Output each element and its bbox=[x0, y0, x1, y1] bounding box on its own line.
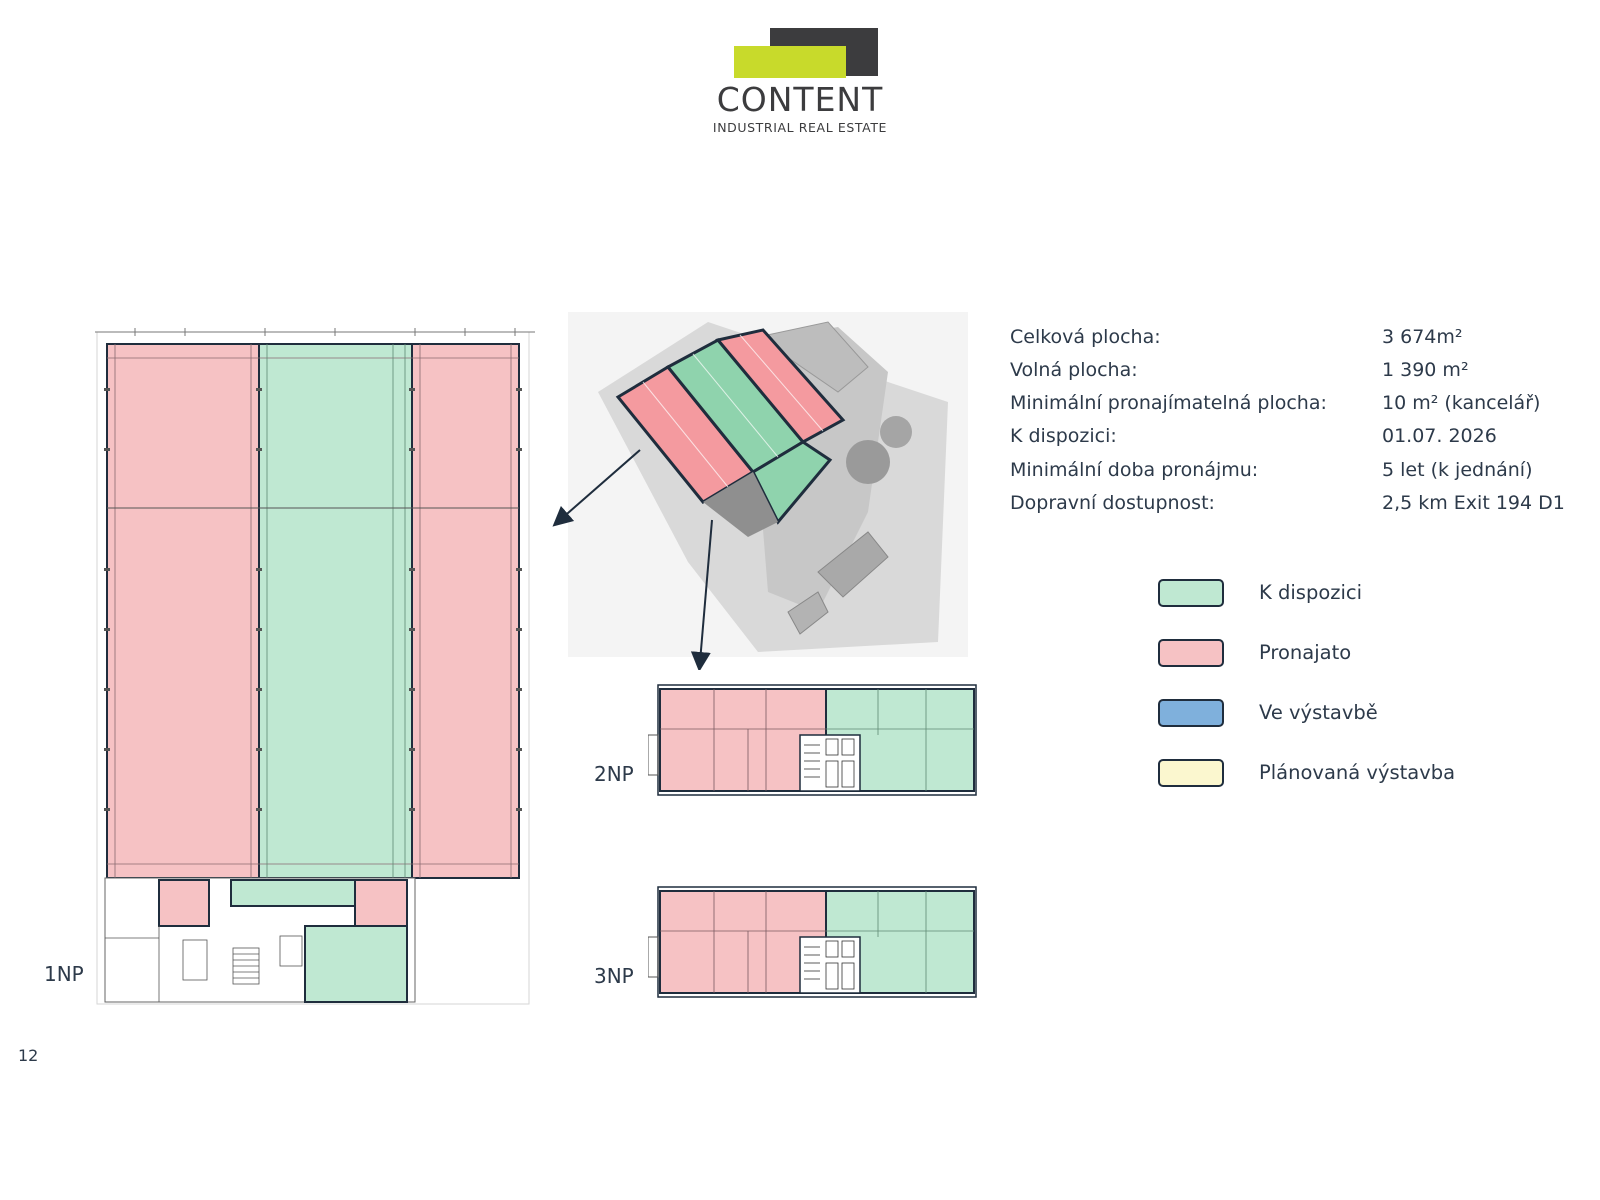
floor-plan-2np bbox=[648, 684, 977, 796]
info-row-availability: K dispozici: 01.07. 2026 bbox=[1010, 420, 1590, 453]
bay-right-leased bbox=[411, 343, 520, 879]
legend-label: Pronajato bbox=[1259, 641, 1352, 664]
annex-office-leased-1 bbox=[158, 879, 210, 927]
legend-swatch bbox=[1158, 699, 1224, 727]
logo-mark-accent bbox=[734, 46, 846, 78]
info-label: Dopravní dostupnost: bbox=[1010, 492, 1215, 514]
info-value: 2,5 km Exit 194 D1 bbox=[1382, 492, 1565, 514]
info-row-transport-access: Dopravní dostupnost: 2,5 km Exit 194 D1 bbox=[1010, 487, 1590, 520]
legend-item-under-construction: Ve výstavbě bbox=[1158, 697, 1558, 731]
info-value: 5 let (k jednání) bbox=[1382, 459, 1533, 481]
logo-tagline: INDUSTRIAL REAL ESTATE bbox=[712, 120, 888, 135]
page-number: 12 bbox=[18, 1046, 39, 1065]
info-row-free-area: Volná plocha: 1 390 m² bbox=[1010, 354, 1590, 387]
info-label: Minimální pronajímatelná plocha: bbox=[1010, 392, 1327, 414]
floor-label-1np: 1NP bbox=[44, 962, 84, 986]
annex-corridor-available bbox=[230, 879, 357, 907]
legend-swatch bbox=[1158, 579, 1224, 607]
site-3d-view bbox=[568, 312, 968, 657]
roof-leased-right bbox=[715, 328, 846, 444]
2np-offices-leased bbox=[659, 688, 827, 792]
legend-label: Ve výstavbě bbox=[1259, 701, 1378, 724]
floor-label-3np: 3NP bbox=[594, 964, 634, 988]
info-label: Celková plocha: bbox=[1010, 326, 1161, 348]
info-label: K dispozici: bbox=[1010, 425, 1117, 447]
roof-available-annex bbox=[751, 440, 833, 525]
info-label: Volná plocha: bbox=[1010, 359, 1138, 381]
info-row-total-area: Celková plocha: 3 674m² bbox=[1010, 321, 1590, 354]
info-label: Minimální doba pronájmu: bbox=[1010, 459, 1259, 481]
arrow-to-1np bbox=[552, 449, 641, 527]
3np-offices-leased bbox=[659, 890, 827, 994]
legend-item-leased: Pronajato bbox=[1158, 637, 1558, 671]
logo-brand-text: CONTENT bbox=[716, 80, 884, 119]
3np-core bbox=[799, 936, 861, 994]
2np-core bbox=[799, 734, 861, 792]
arrow-to-2np bbox=[690, 519, 713, 670]
info-row-min-lettable-area: Minimální pronajímatelná plocha: 10 m² (… bbox=[1010, 387, 1590, 420]
legend-swatch bbox=[1158, 759, 1224, 787]
annex-office-leased-2 bbox=[354, 879, 408, 927]
floor-label-2np: 2NP bbox=[594, 762, 634, 786]
annex-office-available bbox=[304, 925, 408, 1003]
floor-plan-3np bbox=[648, 886, 977, 998]
bay-left-leased bbox=[106, 343, 260, 879]
info-row-min-lease-term: Minimální doba pronájmu: 5 let (k jednán… bbox=[1010, 454, 1590, 487]
info-value: 10 m² (kancelář) bbox=[1382, 392, 1541, 414]
info-value: 3 674m² bbox=[1382, 326, 1463, 348]
info-value: 01.07. 2026 bbox=[1382, 425, 1497, 447]
legend-item-available: K dispozici bbox=[1158, 577, 1558, 611]
company-logo: CONTENT INDUSTRIAL REAL ESTATE bbox=[700, 28, 900, 138]
legend-label: Plánovaná výstavba bbox=[1259, 761, 1456, 784]
legend-swatch bbox=[1158, 639, 1224, 667]
connector-arrows bbox=[552, 449, 713, 670]
legend-label: K dispozici bbox=[1259, 581, 1363, 604]
floor-plan-1np bbox=[95, 328, 535, 1005]
bay-middle-available bbox=[258, 343, 413, 879]
info-value: 1 390 m² bbox=[1382, 359, 1469, 381]
legend-item-planned: Plánovaná výstavba bbox=[1158, 757, 1558, 791]
